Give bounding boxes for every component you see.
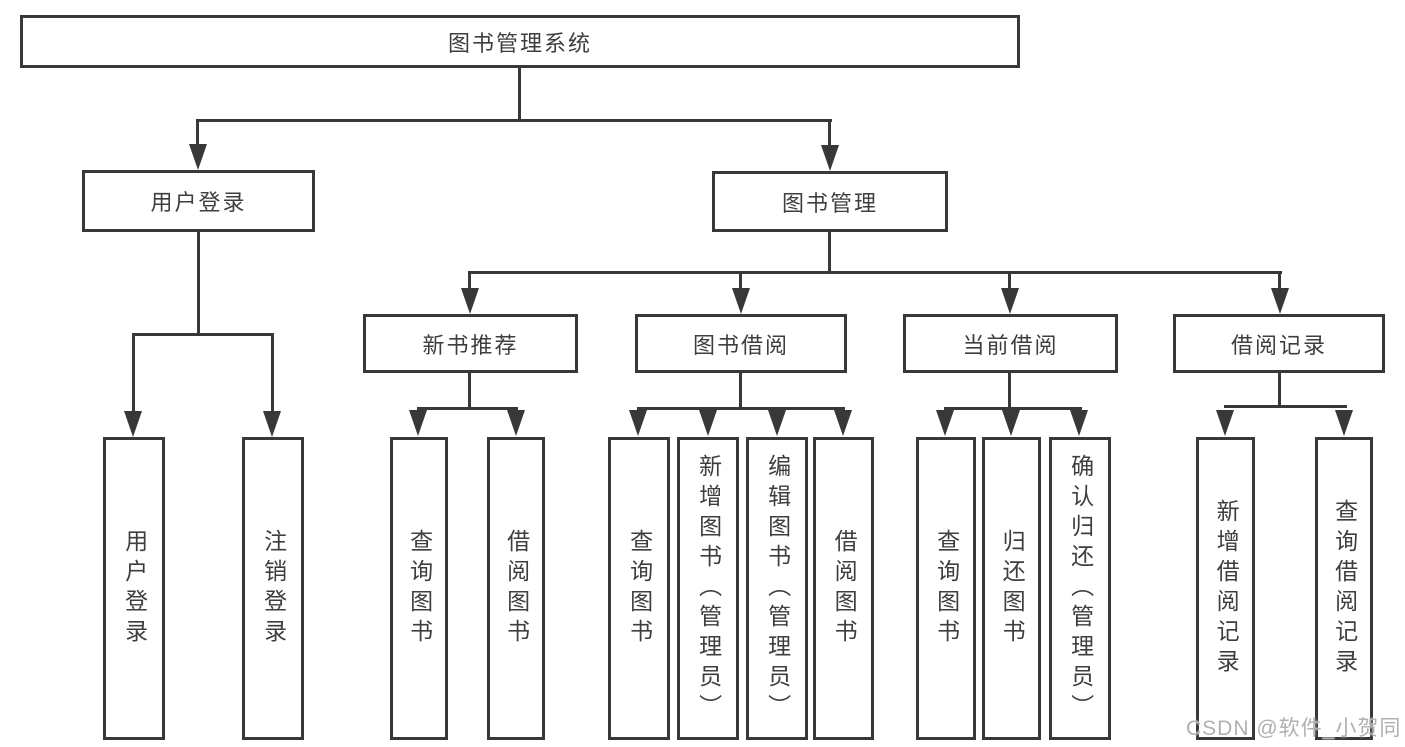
connector-line xyxy=(944,407,1082,410)
node-leaf-logout: 注销登录 xyxy=(242,437,304,740)
connector-line xyxy=(828,119,831,147)
arrow-down-icon xyxy=(263,411,281,437)
arrow-down-icon xyxy=(629,410,647,436)
arrow-down-icon xyxy=(1271,288,1289,314)
node-leaf-newbook-borrow: 借阅图书 xyxy=(487,437,545,740)
connector-line xyxy=(468,271,471,291)
node-leaf-current-confirm: 确认归还（管理员） xyxy=(1049,437,1111,740)
arrow-down-icon xyxy=(461,288,479,314)
arrow-down-icon xyxy=(834,410,852,436)
connector-line xyxy=(518,68,521,121)
connector-line xyxy=(197,232,200,335)
connector-line xyxy=(196,119,199,147)
arrow-down-icon xyxy=(936,410,954,436)
node-leaf-newbook-query: 查询图书 xyxy=(390,437,448,740)
node-root: 图书管理系统 xyxy=(20,15,1020,68)
connector-line xyxy=(1278,271,1281,291)
arrow-down-icon xyxy=(124,411,142,437)
arrow-down-icon xyxy=(1001,288,1019,314)
connector-line xyxy=(1278,373,1281,408)
node-leaf-current-query: 查询图书 xyxy=(916,437,976,740)
node-leaf-borrow-add: 新增图书（管理员） xyxy=(677,437,739,740)
arrow-down-icon xyxy=(768,410,786,436)
arrow-down-icon xyxy=(189,144,207,170)
arrow-down-icon xyxy=(1070,410,1088,436)
connector-line xyxy=(468,373,471,410)
node-leaf-borrow-borrow: 借阅图书 xyxy=(813,437,874,740)
node-leaf-record-query: 查询借阅记录 xyxy=(1315,437,1373,740)
connector-line xyxy=(271,333,274,412)
connector-line xyxy=(417,407,518,410)
node-leaf-current-return: 归还图书 xyxy=(982,437,1041,740)
node-leaf-user-login: 用户登录 xyxy=(103,437,165,740)
node-book-borrow: 图书借阅 xyxy=(635,314,847,373)
connector-line xyxy=(739,373,742,410)
connector-line xyxy=(1008,373,1011,410)
arrow-down-icon xyxy=(1335,410,1353,436)
arrow-down-icon xyxy=(507,410,525,436)
connector-line xyxy=(739,271,742,291)
arrow-down-icon xyxy=(699,410,717,436)
arrow-down-icon xyxy=(409,410,427,436)
connector-line xyxy=(1224,405,1347,408)
connector-line xyxy=(196,119,832,122)
node-leaf-record-add: 新增借阅记录 xyxy=(1196,437,1255,740)
arrow-down-icon xyxy=(732,288,750,314)
connector-line xyxy=(468,271,1282,274)
connector-line xyxy=(828,232,831,274)
node-borrow-record: 借阅记录 xyxy=(1173,314,1385,373)
connector-line xyxy=(1008,271,1011,291)
csdn-watermark: CSDN @软件_小贺同学 xyxy=(1186,717,1402,740)
node-new-book: 新书推荐 xyxy=(363,314,578,373)
arrow-down-icon xyxy=(1216,410,1234,436)
connector-line xyxy=(637,407,845,410)
node-current-borrow: 当前借阅 xyxy=(903,314,1118,373)
connector-line xyxy=(132,333,135,412)
node-leaf-borrow-query: 查询图书 xyxy=(608,437,670,740)
arrow-down-icon xyxy=(821,145,839,171)
connector-line xyxy=(132,333,274,336)
arrow-down-icon xyxy=(1002,410,1020,436)
node-leaf-borrow-edit: 编辑图书（管理员） xyxy=(746,437,808,740)
node-user-login: 用户登录 xyxy=(82,170,315,232)
node-book-manage: 图书管理 xyxy=(712,171,948,232)
